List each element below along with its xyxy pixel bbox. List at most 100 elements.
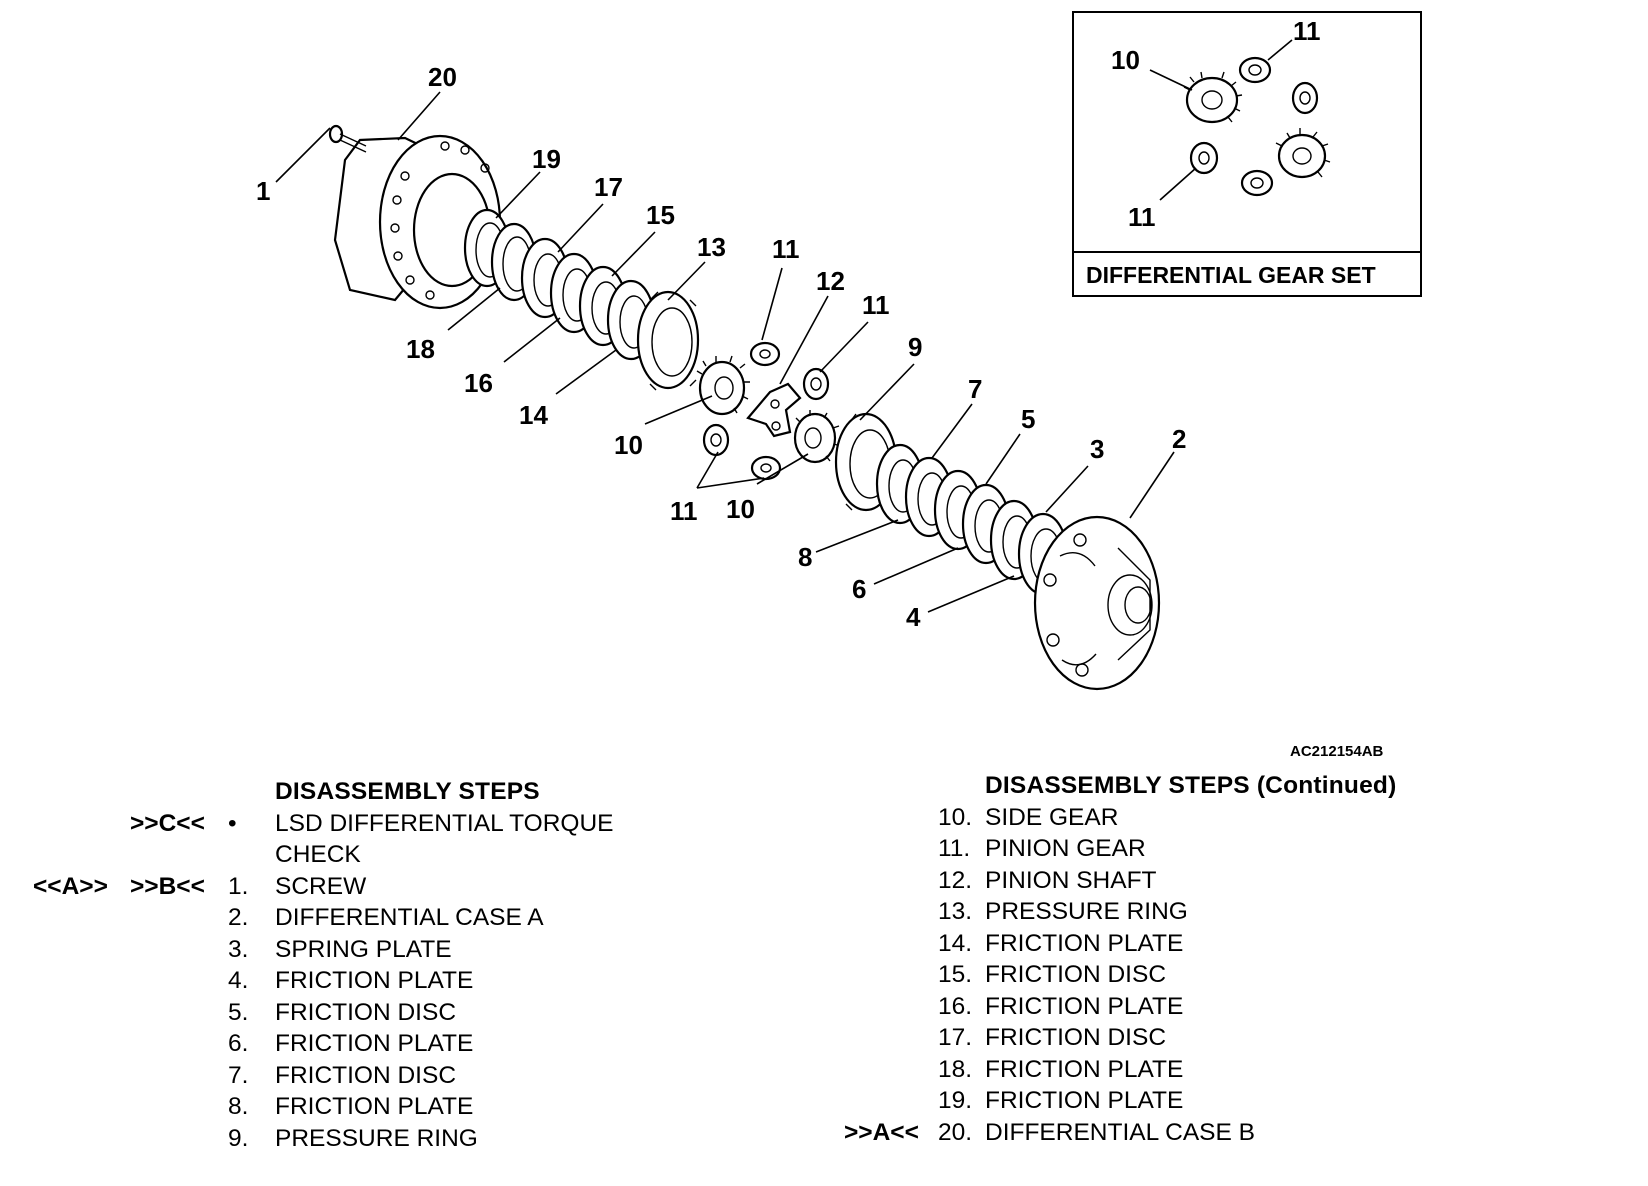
step-number: 16. [938,992,973,1020]
step-number: 3. [228,935,249,963]
step-row: 2.DIFFERENTIAL CASE A [0,902,720,934]
inset-pinion-gear-4 [1240,169,1274,197]
step-label: DIFFERENTIAL CASE B [985,1118,1256,1146]
step-row: 16. FRICTION PLATE [830,991,1648,1023]
step-row: 7. FRICTION DISC [0,1060,720,1092]
exploded-view-diagram: DIFFERENTIAL GEAR SET [256,11,1422,760]
step-row: 6.FRICTION PLATE [0,1028,720,1060]
part-10-side-gear-right [793,410,841,464]
step-number: 7. [228,1061,249,1089]
inset-pinion-gear-2 [1291,81,1319,115]
inset-caption: DIFFERENTIAL GEAR SET [1086,262,1376,288]
step-label: FRICTION PLATE [275,1093,474,1120]
step-row: 4.FRICTION PLATE [0,965,720,997]
callout-11-bottom: 11 [670,496,698,526]
step-label: FRICTION PLATE [985,1055,1184,1083]
step-row: 11.PINION GEAR [830,833,1648,865]
figure-code: AC212154AB [1290,743,1384,760]
callout-labels: 1 2 3 4 5 6 7 8 9 10 10 10 11 11 11 11 1… [256,62,1186,632]
step-label: FRICTION DISC [275,1061,457,1089]
steps-continued-heading: DISASSEMBLY STEPS (Continued) [830,770,1648,802]
step-label: FRICTION DISC [275,998,457,1026]
step-number: 2. [228,904,249,931]
callout-3: 3 [1090,434,1104,464]
callout-13: 13 [697,232,726,262]
step-number: 8. [228,1093,249,1120]
step-number: 6. [228,1030,249,1057]
callout-15: 15 [646,200,675,230]
step-row: >>C<<•LSD DIFFERENTIAL TORQUE [0,808,720,840]
step-row: 3. SPRING PLATE [0,934,720,966]
step-label: SIDE GEAR [985,803,1119,831]
part-2-differential-case-a [1033,515,1161,691]
steps-continued-heading-text: DISASSEMBLY STEPS (Continued) [985,772,1397,799]
part-11-pinion-gear-right [802,367,830,401]
step-number: 5. [228,998,249,1026]
callout-14: 14 [519,400,548,430]
callout-20: 20 [428,62,457,92]
step-number: 20. [938,1118,973,1146]
inset-pinion-gear-1 [1238,56,1272,84]
callout-10-right: 10 [726,494,755,524]
callout-10-left: 10 [614,430,643,460]
inset-callout-10: 10 [1111,45,1140,75]
callout-11-right: 11 [862,290,890,320]
step-number: 19. [938,1087,973,1114]
callout-9: 9 [908,332,922,362]
step-row: 5. FRICTION DISC [0,997,720,1029]
step-number: 12. [938,866,973,894]
callout-6: 6 [852,574,866,604]
step-number: 18. [938,1055,973,1083]
step-mark: >>A<< [844,1118,919,1146]
step-number: 15. [938,961,973,988]
step-mark-b: >>B<< [130,872,205,900]
inset-callout-11-bottom: 11 [1128,202,1156,232]
step-label: PINION SHAFT [985,866,1157,894]
step-label: SPRING PLATE [275,935,452,963]
inset-side-gear-bottom [1275,128,1331,179]
step-label: FRICTION PLATE [985,929,1184,957]
step-number: 4. [228,967,249,994]
leader-lines [275,91,1175,613]
step-label: FRICTION DISC [985,961,1167,988]
step-row: 8. FRICTION PLATE [0,1091,720,1123]
callout-11-top: 11 [772,234,800,264]
step-row: 12. PINION SHAFT [830,865,1648,897]
step-mark-a: <<A>> [33,872,108,900]
step-label: FRICTION PLATE [985,992,1184,1020]
step-row: 9.PRESSURE RING [0,1123,720,1155]
step-row: 18. FRICTION PLATE [830,1054,1648,1086]
step-row: 19. FRICTION PLATE [830,1085,1648,1117]
steps-heading-text: DISASSEMBLY STEPS [275,778,540,805]
callout-17: 17 [594,172,623,202]
inset-pinion-gear-3 [1189,141,1219,175]
step-number: 14. [938,929,973,957]
step-label: PRESSURE RING [275,1124,478,1152]
disassembly-steps-left: DISASSEMBLY STEPS >>C<<•LSD DIFFERENTIAL… [0,776,720,1154]
part-11-pinion-gear-bottom [750,455,782,481]
step-label: SCREW [275,872,367,900]
inset-callout-11-top: 11 [1293,16,1321,46]
step-label: PRESSURE RING [985,898,1188,925]
part-1-screw [328,124,367,153]
callout-18: 18 [406,334,435,364]
callout-4: 4 [906,602,921,632]
step-row: 17.FRICTION DISC [830,1022,1648,1054]
callout-12: 12 [816,266,845,296]
step-row: CHECK [0,839,720,871]
steps-heading: DISASSEMBLY STEPS [0,776,720,808]
step-row: 13.PRESSURE RING [830,896,1648,928]
callout-19: 19 [532,144,561,174]
step-number: 10. [938,803,973,831]
part-11-pinion-gear-top [749,341,781,367]
callout-1: 1 [256,176,270,206]
part-11-pinion-gear-left [702,423,730,457]
step-number: 1. [228,872,249,900]
part-13-pressure-ring [636,290,700,391]
step-label: FRICTION PLATE [985,1087,1184,1114]
step-label: PINION GEAR [985,835,1146,862]
step-row: <<A>> >>B<< 1. SCREW [0,871,720,903]
callout-2: 2 [1172,424,1186,454]
part-12-pinion-shaft [746,382,802,438]
step-number: 17. [938,1024,973,1051]
